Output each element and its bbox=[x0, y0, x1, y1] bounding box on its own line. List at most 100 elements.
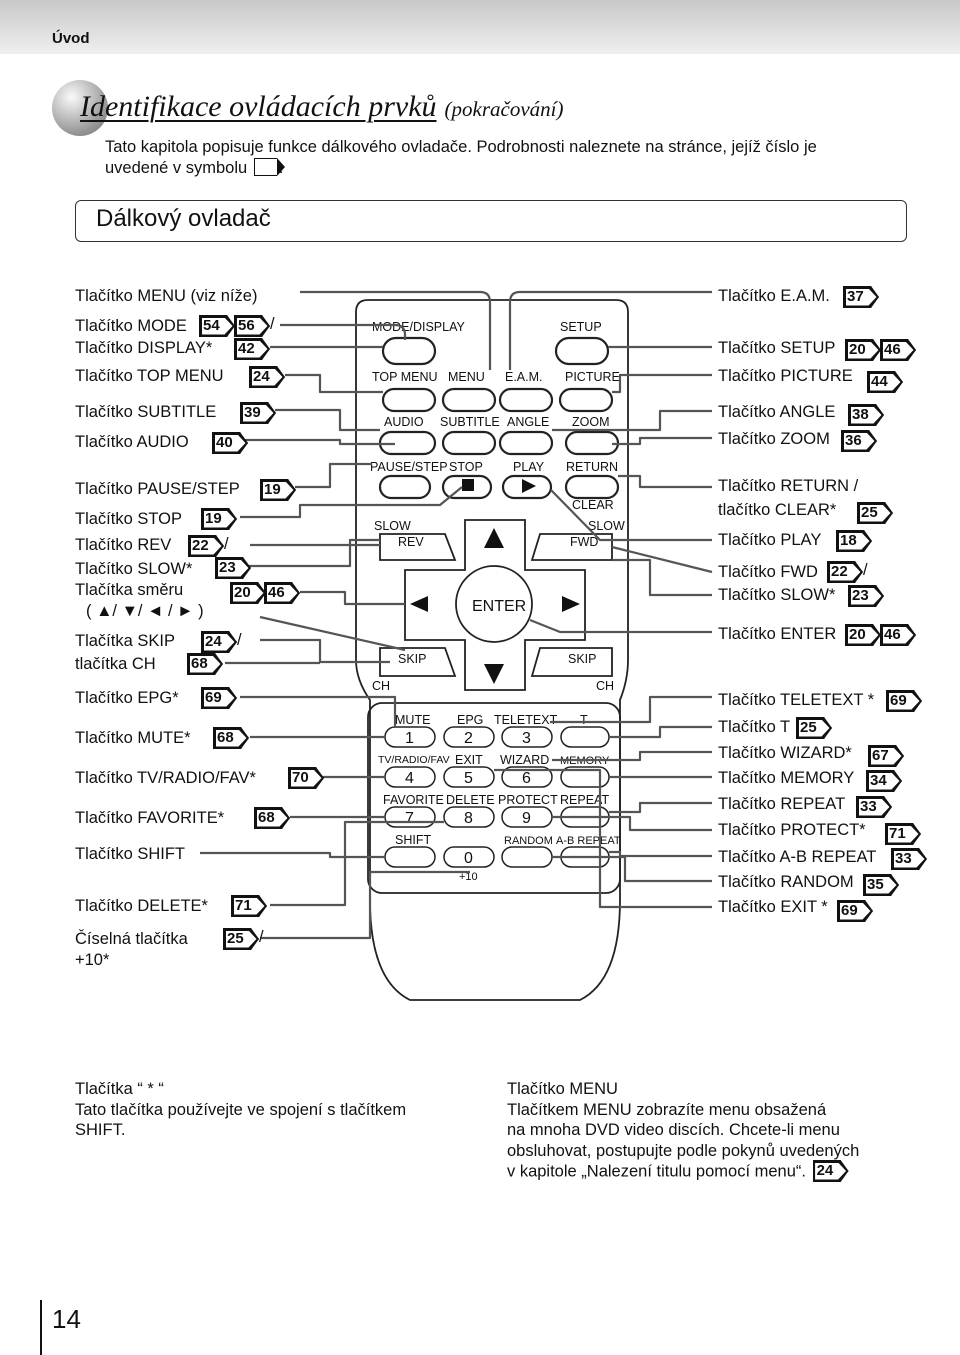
page-ref-badge: 69 bbox=[886, 690, 922, 712]
page-number: 14 bbox=[52, 1304, 81, 1334]
intro-text: Tato kapitola popisuje funkce dálkového … bbox=[105, 137, 890, 179]
label-rev: Tlačítko REV bbox=[75, 536, 172, 554]
page-title: Identifikace ovládacích prvků(pokračován… bbox=[80, 90, 563, 124]
note-shift-body-2: SHIFT. bbox=[75, 1121, 126, 1139]
rm-ch-minus: CH bbox=[372, 679, 390, 693]
slash: / bbox=[863, 561, 868, 579]
label-display: Tlačítko DISPLAY* bbox=[75, 339, 213, 357]
rm-enter: ENTER bbox=[472, 598, 526, 615]
page-ref-badge: 68 bbox=[254, 807, 290, 829]
page-ref-badge: 23 bbox=[215, 557, 251, 579]
page-ref-badge: 54 bbox=[199, 315, 235, 337]
page-ref-badge: 24 bbox=[201, 631, 237, 653]
label-angle: Tlačítko ANGLE bbox=[718, 403, 836, 421]
rm-plus10: +10 bbox=[459, 871, 478, 883]
note-shift-body: Tato tlačítka používejte ve spojení s tl… bbox=[75, 1100, 407, 1119]
label-random: Tlačítko RANDOM bbox=[718, 873, 854, 891]
rm-skip-right: SKIP bbox=[568, 652, 597, 666]
label-favorite: Tlačítko FAVORITE* bbox=[75, 809, 225, 827]
rm-setup: SETUP bbox=[560, 320, 602, 334]
page-ref-badge: 42 bbox=[234, 338, 270, 360]
label-menu: Tlačítko MENU (viz níže) bbox=[75, 287, 258, 305]
label-audio: Tlačítko AUDIO bbox=[75, 433, 189, 451]
rm-n1: 1 bbox=[405, 730, 414, 747]
page-ref-badge: 18 bbox=[836, 530, 872, 552]
page-ref-badge: 36 bbox=[841, 430, 877, 452]
page-ref-badge: 34 bbox=[866, 770, 902, 792]
intro-line2: uvedené v symbolu bbox=[105, 159, 248, 177]
page-ref-badge: 56 bbox=[234, 315, 270, 337]
rm-clear: CLEAR bbox=[572, 498, 614, 512]
section-name: Úvod bbox=[52, 30, 90, 47]
label-stop: Tlačítko STOP bbox=[75, 510, 182, 528]
page-ref-badge: 23 bbox=[848, 585, 884, 607]
rm-angle: ANGLE bbox=[507, 415, 549, 429]
page-ref-badge: 71 bbox=[885, 823, 921, 845]
page-ref-badge: 19 bbox=[260, 479, 296, 501]
label-epg: Tlačítko EPG* bbox=[75, 689, 179, 707]
page-ref-badge: 35 bbox=[863, 874, 899, 896]
rm-stop: STOP bbox=[449, 460, 483, 474]
label-setup: Tlačítko SETUP bbox=[718, 339, 836, 357]
rm-skip-left: SKIP bbox=[398, 652, 427, 666]
intro-line1: Tato kapitola popisuje funkce dálkového … bbox=[105, 138, 817, 156]
label-protect: Tlačítko PROTECT* bbox=[718, 821, 866, 839]
rm-return: RETURN bbox=[566, 460, 618, 474]
note-menu-line: v kapitole „Nalezení titulu pomocí menu“… bbox=[507, 1162, 806, 1181]
label-direction: Tlačítka směru bbox=[75, 581, 184, 599]
slash: / bbox=[270, 315, 275, 333]
label-play: Tlačítko PLAY bbox=[718, 531, 822, 549]
label-tvradio: Tlačítko TV/RADIO/FAV* bbox=[75, 769, 256, 787]
title-main: Identifikace ovládacích prvků bbox=[80, 90, 437, 123]
rm-repeat: REPEAT bbox=[560, 793, 609, 807]
label-shift: Tlačítko SHIFT bbox=[75, 845, 186, 863]
page-ref-badge: 24 bbox=[249, 366, 285, 388]
rm-tvradio: TV/RADIO/FAV bbox=[378, 754, 450, 766]
label-exit: Tlačítko EXIT * bbox=[718, 898, 828, 916]
label-numeric: Číselná tlačítka bbox=[75, 930, 188, 948]
rm-fwd: FWD bbox=[570, 535, 598, 549]
page-ref-badge: 71 bbox=[231, 895, 267, 917]
label-plus10: +10* bbox=[75, 951, 110, 969]
header-bar: Úvod bbox=[0, 0, 960, 54]
page-ref-badge: 33 bbox=[856, 796, 892, 818]
section-header: Dálkový ovladač bbox=[75, 200, 907, 242]
label-slow: Tlačítko SLOW* bbox=[75, 560, 193, 578]
rm-eam: E.A.M. bbox=[505, 370, 543, 384]
page-ref-badge: 20 bbox=[230, 582, 266, 604]
label-delete: Tlačítko DELETE* bbox=[75, 897, 208, 915]
label-slow-right: Tlačítko SLOW* bbox=[718, 586, 836, 604]
rm-protect: PROTECT bbox=[498, 793, 558, 807]
label-top-menu: Tlačítko TOP MENU bbox=[75, 367, 224, 385]
label-eam: Tlačítko E.A.M. bbox=[718, 287, 830, 305]
rm-slow-right: SLOW bbox=[588, 519, 625, 533]
rm-n7: 7 bbox=[405, 810, 414, 827]
rm-n9: 9 bbox=[522, 810, 531, 827]
page-ref-badge: 68 bbox=[187, 653, 223, 675]
label-pause-step: Tlačítko PAUSE/STEP bbox=[75, 480, 240, 498]
label-picture: Tlačítko PICTURE bbox=[718, 367, 853, 385]
section-title: Dálkový ovladač bbox=[96, 205, 271, 232]
rm-abrepeat: A-B REPEAT bbox=[556, 835, 621, 847]
label-zoom: Tlačítko ZOOM bbox=[718, 430, 830, 448]
rm-n2: 2 bbox=[464, 730, 473, 747]
page-ref-badge: 70 bbox=[288, 767, 324, 789]
page-ref-badge: 25 bbox=[223, 928, 259, 950]
rm-n0: 0 bbox=[464, 850, 473, 867]
page-ref-badge: 37 bbox=[843, 286, 879, 308]
page-ref-badge: 39 bbox=[240, 402, 276, 424]
label-direction-arrows: ( ▲/ ▼/ ◄ / ► ) bbox=[86, 602, 204, 620]
label-return: Tlačítko RETURN / bbox=[718, 477, 859, 495]
rm-subtitle: SUBTITLE bbox=[440, 415, 500, 429]
note-shift: Tlačítka “ * “ Tato tlačítka používejte … bbox=[75, 1079, 475, 1141]
note-shift-title: Tlačítka “ * “ bbox=[75, 1080, 164, 1098]
note-menu-line: obsluhovat, postupujte podle pokynů uved… bbox=[507, 1141, 860, 1160]
label-teletext: Tlačítko TELETEXT * bbox=[718, 691, 875, 709]
page-ref-badge: 19 bbox=[201, 508, 237, 530]
slash: / bbox=[224, 535, 229, 553]
label-enter: Tlačítko ENTER bbox=[718, 625, 837, 643]
rm-play: PLAY bbox=[513, 460, 545, 474]
label-clear: tlačítko CLEAR* bbox=[718, 501, 837, 519]
label-subtitle: Tlačítko SUBTITLE bbox=[75, 403, 217, 421]
rm-epg: EPG bbox=[457, 713, 483, 727]
